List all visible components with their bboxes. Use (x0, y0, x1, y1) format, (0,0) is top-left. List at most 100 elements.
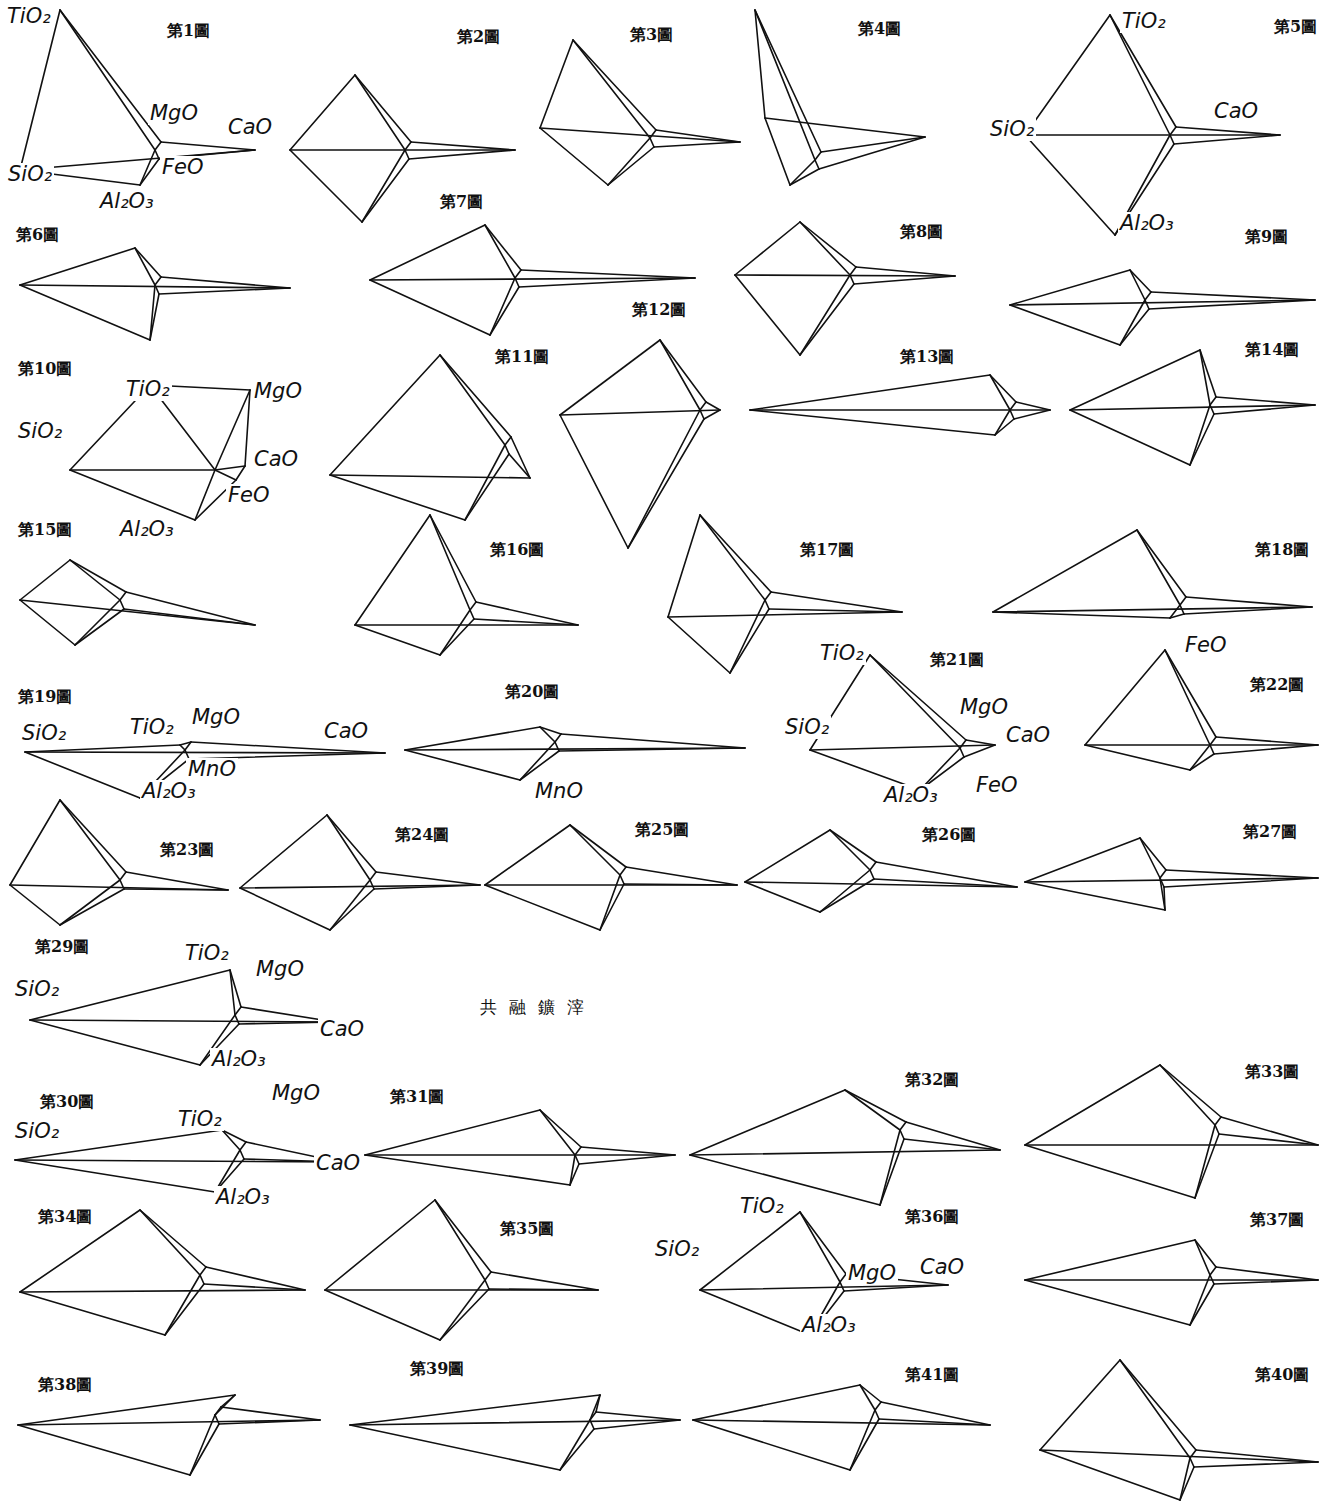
diagram-line (150, 294, 159, 340)
diagram-line (155, 142, 161, 150)
diagram-line (75, 600, 120, 645)
diagram-line (365, 1154, 675, 1156)
diagram-line (1025, 1144, 1318, 1146)
diagram-line (700, 410, 704, 419)
diagram-line (765, 118, 790, 185)
oxide-label: MnO (186, 758, 238, 781)
diagram-line (60, 800, 120, 880)
diagram-line (440, 355, 511, 437)
diagram-line (1120, 309, 1149, 345)
diagram-line (490, 287, 519, 335)
diagram-line (200, 1267, 206, 1275)
diagram-line (1210, 397, 1216, 405)
diagram-line (505, 437, 511, 445)
diagram-line (1200, 350, 1216, 397)
diagram-line (850, 267, 856, 275)
diagram-line (590, 1412, 596, 1420)
diagram-line (485, 225, 521, 270)
diagram-line (880, 1130, 900, 1205)
oxide-label: Al₂O₃ (140, 780, 198, 803)
diagram-line (765, 592, 771, 600)
oxide-label: SiO₂ (13, 978, 61, 1001)
figure-number: 第2圖 (455, 28, 502, 46)
oxide-label: SiO₂ (6, 163, 54, 186)
figure-number: 第37圖 (1248, 1211, 1306, 1229)
diagram-line (735, 275, 800, 355)
diagram-line (755, 10, 815, 160)
diagram-line (161, 277, 290, 288)
diagram-line (700, 1285, 948, 1290)
diagram-line (1186, 597, 1312, 607)
diagram-line (440, 1289, 489, 1340)
diagram-line (350, 1395, 600, 1425)
diagram-line (370, 880, 374, 889)
diagram-line (474, 619, 578, 625)
diagram-line (1120, 1360, 1190, 1458)
diagram-line (465, 445, 505, 520)
diagram-line (750, 410, 995, 435)
diagram-line (18, 1420, 320, 1425)
oxide-label: Al₂O₃ (882, 784, 940, 807)
diagram-line (355, 624, 578, 626)
diagram-line (1130, 270, 1151, 292)
diagram-line (570, 825, 626, 867)
diagram-line (1166, 870, 1318, 878)
diagram-line (470, 602, 476, 610)
diagram-line (575, 1147, 581, 1155)
diagram-line (800, 222, 850, 275)
diagram-line (327, 815, 370, 880)
diagram-line (20, 10, 60, 170)
diagram-line (165, 1284, 204, 1335)
diagram-line (960, 740, 966, 748)
diagram-line (769, 609, 902, 612)
diagram-line (440, 355, 505, 445)
diagram-line (126, 592, 255, 625)
diagram-line (435, 1200, 491, 1272)
diagram-line (1210, 1275, 1214, 1284)
diagram-line (1176, 127, 1280, 135)
diagram-line (575, 1155, 579, 1164)
diagram-line (590, 1420, 594, 1429)
diagram-line (800, 284, 854, 355)
diagram-line (560, 1429, 594, 1470)
diagram-line (330, 880, 370, 930)
diagram-line (161, 142, 255, 150)
diagram-line (1195, 1134, 1219, 1198)
diagram-line (690, 1090, 845, 1155)
diagram-line (330, 355, 440, 475)
oxide-label: MgO (190, 706, 242, 729)
diagram-line (490, 278, 515, 335)
diagram-line (1190, 1450, 1196, 1458)
figure-number: 第23圖 (158, 841, 216, 859)
diagram-line (540, 1110, 581, 1147)
diagram-line (1200, 350, 1210, 405)
figure-number: 第36圖 (903, 1208, 961, 1226)
diagram-line (25, 745, 180, 752)
diagram-line (819, 137, 925, 169)
diagram-line (25, 752, 140, 798)
diagram-line (1214, 405, 1315, 414)
diagram-line (860, 1385, 875, 1410)
diagram-line (290, 75, 355, 150)
diagram-line (559, 748, 745, 751)
diagram-line (1214, 1280, 1318, 1284)
diagram-line (20, 600, 75, 645)
diagram-line (222, 1130, 240, 1150)
diagram-line (491, 1272, 598, 1290)
diagram-line (20, 1292, 165, 1335)
figure-number: 第33圖 (1243, 1063, 1301, 1081)
oxide-label: SiO₂ (783, 716, 831, 739)
diagram-line (690, 1150, 1000, 1155)
diagram-line (1190, 1458, 1194, 1467)
diagram-line (1160, 870, 1166, 878)
diagram-line (904, 1139, 1000, 1150)
diagram-line (1160, 1065, 1221, 1117)
diagram-line (730, 609, 769, 673)
oxide-label: CaO (1212, 100, 1260, 123)
diagram-line (1137, 530, 1186, 597)
figure-number: 第3圖 (628, 26, 675, 44)
oxide-label: FeO (974, 774, 1020, 797)
diagram-line (750, 409, 1050, 411)
diagram-line (993, 530, 1137, 612)
diagram-line (30, 1020, 200, 1065)
